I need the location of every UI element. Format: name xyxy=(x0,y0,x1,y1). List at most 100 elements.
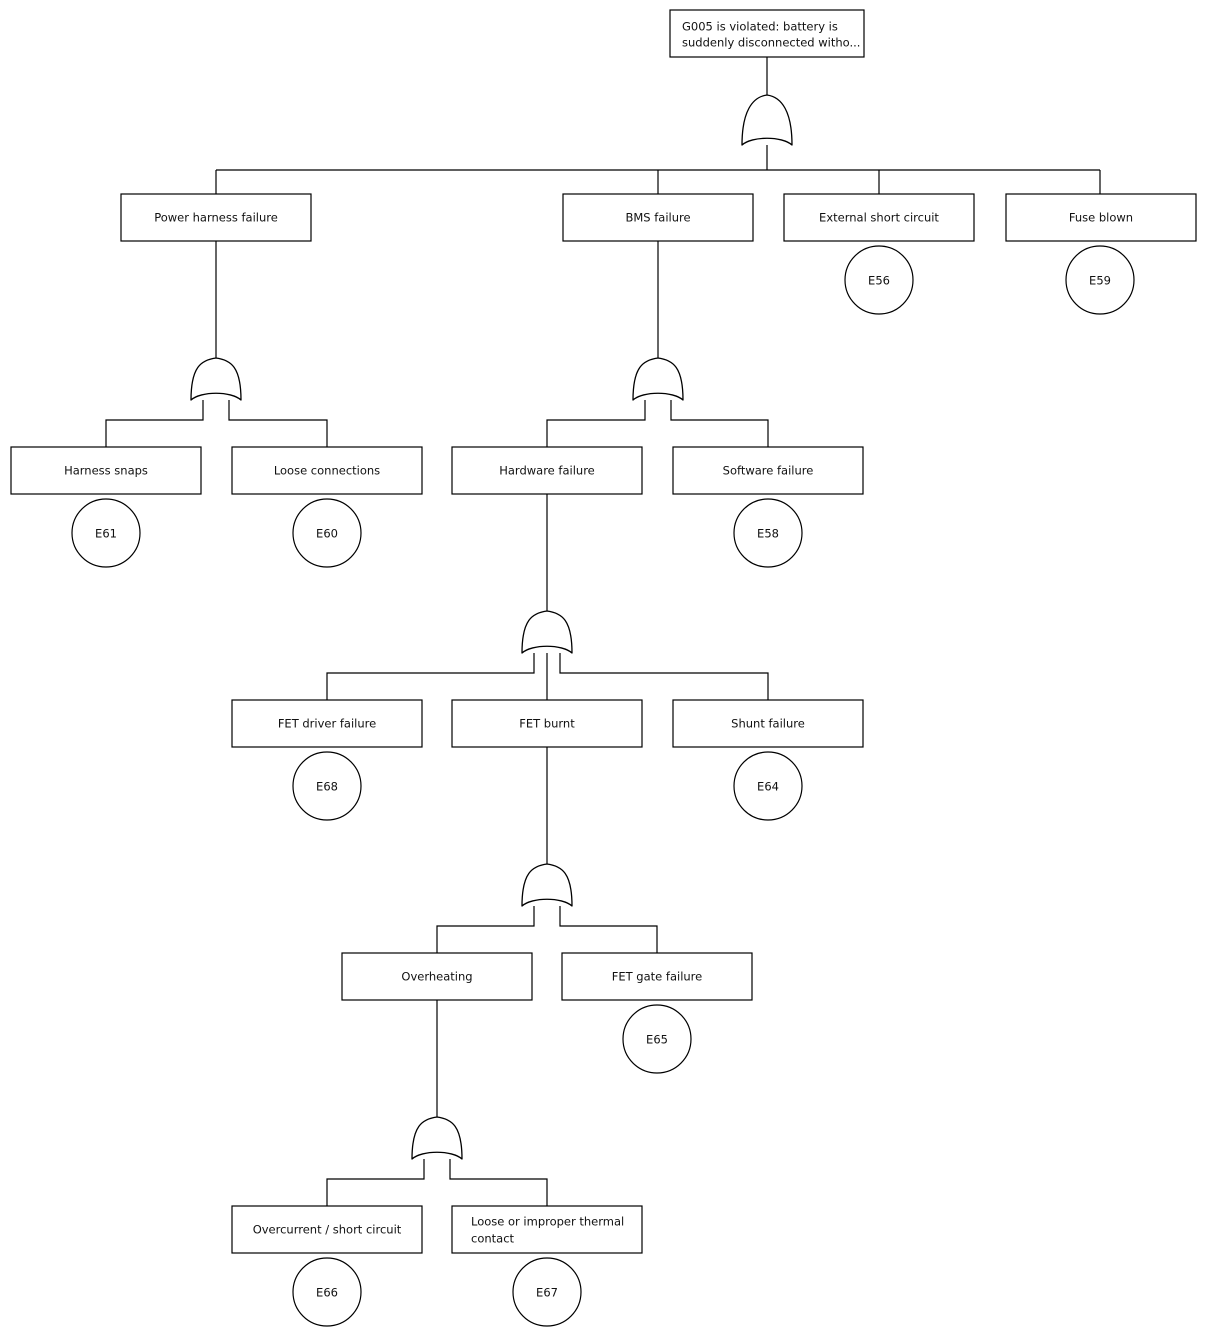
node-loose-thermal-contact-label-line1: Loose or improper thermal xyxy=(471,1215,624,1229)
node-external-short-circuit-label: External short circuit xyxy=(819,211,939,225)
node-external-short-circuit[interactable]: External short circuit xyxy=(783,193,975,242)
basic-event-E60-circle[interactable] xyxy=(292,498,362,568)
basic-event-E61-label: E61 xyxy=(95,527,117,541)
node-hardware-failure-label: Hardware failure xyxy=(499,464,595,478)
node-top-label-line1: G005 is violated: battery is xyxy=(682,20,838,34)
or-gate-hardware xyxy=(521,610,573,654)
basic-event-E60[interactable]: E60 xyxy=(292,498,362,568)
basic-event-E58[interactable]: E58 xyxy=(733,498,803,568)
edge-gate-harness-right xyxy=(228,400,328,447)
basic-event-E67-circle[interactable] xyxy=(512,1257,582,1327)
basic-event-E60-label: E60 xyxy=(316,527,338,541)
node-layer: G005 is violated: battery is suddenly di… xyxy=(10,9,1197,1254)
node-shunt-failure-label: Shunt failure xyxy=(731,717,805,731)
edge-gate-overheating-left xyxy=(326,1159,425,1206)
node-power-harness-failure-box[interactable] xyxy=(120,193,312,242)
event-layer: E56 E59 E61 E60 E58 E68 E64 E65 xyxy=(71,245,1135,1327)
basic-event-E58-label: E58 xyxy=(757,527,779,541)
node-software-failure[interactable]: Software failure xyxy=(672,446,864,495)
node-power-harness-failure-label: Power harness failure xyxy=(154,211,278,225)
node-fuse-blown-box[interactable] xyxy=(1005,193,1197,242)
node-harness-snaps-box[interactable] xyxy=(10,446,202,495)
node-hardware-failure[interactable]: Hardware failure xyxy=(451,446,643,495)
node-shunt-failure-box[interactable] xyxy=(672,699,864,748)
node-bms-failure-label: BMS failure xyxy=(625,211,690,225)
node-loose-connections-label: Loose connections xyxy=(274,464,380,478)
basic-event-E68[interactable]: E68 xyxy=(292,751,362,821)
node-top-label-line2: suddenly disconnected witho... xyxy=(682,36,860,50)
node-fet-driver-failure-label: FET driver failure xyxy=(278,717,376,731)
node-overheating-box[interactable] xyxy=(341,952,533,1001)
basic-event-E66[interactable]: E66 xyxy=(292,1257,362,1327)
edge-gate-hardware-right xyxy=(559,653,769,700)
basic-event-E59-label: E59 xyxy=(1089,274,1111,288)
node-fet-burnt-label: FET burnt xyxy=(519,717,575,731)
basic-event-E68-label: E68 xyxy=(316,780,338,794)
node-fet-driver-failure[interactable]: FET driver failure xyxy=(231,699,423,748)
node-harness-snaps-label: Harness snaps xyxy=(64,464,148,478)
basic-event-E58-circle[interactable] xyxy=(733,498,803,568)
basic-event-E61[interactable]: E61 xyxy=(71,498,141,568)
or-gate-top xyxy=(741,94,793,146)
node-shunt-failure[interactable]: Shunt failure xyxy=(672,699,864,748)
basic-event-E66-label: E66 xyxy=(316,1286,338,1300)
basic-event-E64[interactable]: E64 xyxy=(733,751,803,821)
basic-event-E66-circle[interactable] xyxy=(292,1257,362,1327)
node-loose-thermal-contact[interactable]: Loose or improper thermal contact xyxy=(451,1205,643,1254)
node-loose-thermal-contact-box[interactable] xyxy=(451,1205,643,1254)
node-fet-driver-failure-box[interactable] xyxy=(231,699,423,748)
node-fet-gate-failure[interactable]: FET gate failure xyxy=(561,952,753,1001)
node-fet-gate-failure-label: FET gate failure xyxy=(612,970,702,984)
node-overcurrent-short-circuit-box[interactable] xyxy=(231,1205,423,1254)
node-software-failure-label: Software failure xyxy=(723,464,814,478)
node-harness-snaps[interactable]: Harness snaps xyxy=(10,446,202,495)
node-top[interactable]: G005 is violated: battery is suddenly di… xyxy=(669,9,865,58)
node-overcurrent-short-circuit-label: Overcurrent / short circuit xyxy=(253,1223,402,1237)
node-top-box[interactable] xyxy=(669,9,865,58)
basic-event-E56-label: E56 xyxy=(868,274,890,288)
edge-gate-hardware-left xyxy=(326,653,535,700)
or-gate-fet-burnt xyxy=(521,863,573,907)
node-loose-connections[interactable]: Loose connections xyxy=(231,446,423,495)
edge-gate-harness-left xyxy=(105,400,204,447)
or-gate-overheating xyxy=(411,1116,463,1160)
basic-event-E65-circle[interactable] xyxy=(622,1004,692,1074)
edge-gate-bms-left xyxy=(546,400,646,447)
basic-event-E65-label: E65 xyxy=(646,1033,668,1047)
node-overheating[interactable]: Overheating xyxy=(341,952,533,1001)
basic-event-E56[interactable]: E56 xyxy=(844,245,914,315)
node-fuse-blown[interactable]: Fuse blown xyxy=(1005,193,1197,242)
basic-event-E67[interactable]: E67 xyxy=(512,1257,582,1327)
basic-event-E67-label: E67 xyxy=(536,1286,558,1300)
node-overcurrent-short-circuit[interactable]: Overcurrent / short circuit xyxy=(231,1205,423,1254)
edge-gate-overheating-right xyxy=(449,1159,548,1206)
edge-layer xyxy=(105,57,1101,1206)
edge-gate-fet-burnt-right xyxy=(559,906,658,953)
basic-event-E68-circle[interactable] xyxy=(292,751,362,821)
node-hardware-failure-box[interactable] xyxy=(451,446,643,495)
basic-event-E64-label: E64 xyxy=(757,780,779,794)
edge-gate-bms-right xyxy=(670,400,769,447)
node-fet-burnt-box[interactable] xyxy=(451,699,643,748)
node-fet-gate-failure-box[interactable] xyxy=(561,952,753,1001)
basic-event-E59[interactable]: E59 xyxy=(1065,245,1135,315)
node-overheating-label: Overheating xyxy=(401,970,472,984)
node-power-harness-failure[interactable]: Power harness failure xyxy=(120,193,312,242)
node-external-short-circuit-box[interactable] xyxy=(783,193,975,242)
edge-gate-fet-burnt-left xyxy=(436,906,535,953)
or-gate-bms xyxy=(632,357,684,401)
basic-event-E56-circle[interactable] xyxy=(844,245,914,315)
or-gate-power-harness xyxy=(190,357,242,401)
node-software-failure-box[interactable] xyxy=(672,446,864,495)
node-loose-connections-box[interactable] xyxy=(231,446,423,495)
basic-event-E61-circle[interactable] xyxy=(71,498,141,568)
node-bms-failure[interactable]: BMS failure xyxy=(562,193,754,242)
node-loose-thermal-contact-label-line2: contact xyxy=(471,1232,515,1246)
basic-event-E65[interactable]: E65 xyxy=(622,1004,692,1074)
node-fet-burnt[interactable]: FET burnt xyxy=(451,699,643,748)
gate-layer xyxy=(190,94,793,1160)
basic-event-E64-circle[interactable] xyxy=(733,751,803,821)
basic-event-E59-circle[interactable] xyxy=(1065,245,1135,315)
node-bms-failure-box[interactable] xyxy=(562,193,754,242)
node-fuse-blown-label: Fuse blown xyxy=(1069,211,1133,225)
